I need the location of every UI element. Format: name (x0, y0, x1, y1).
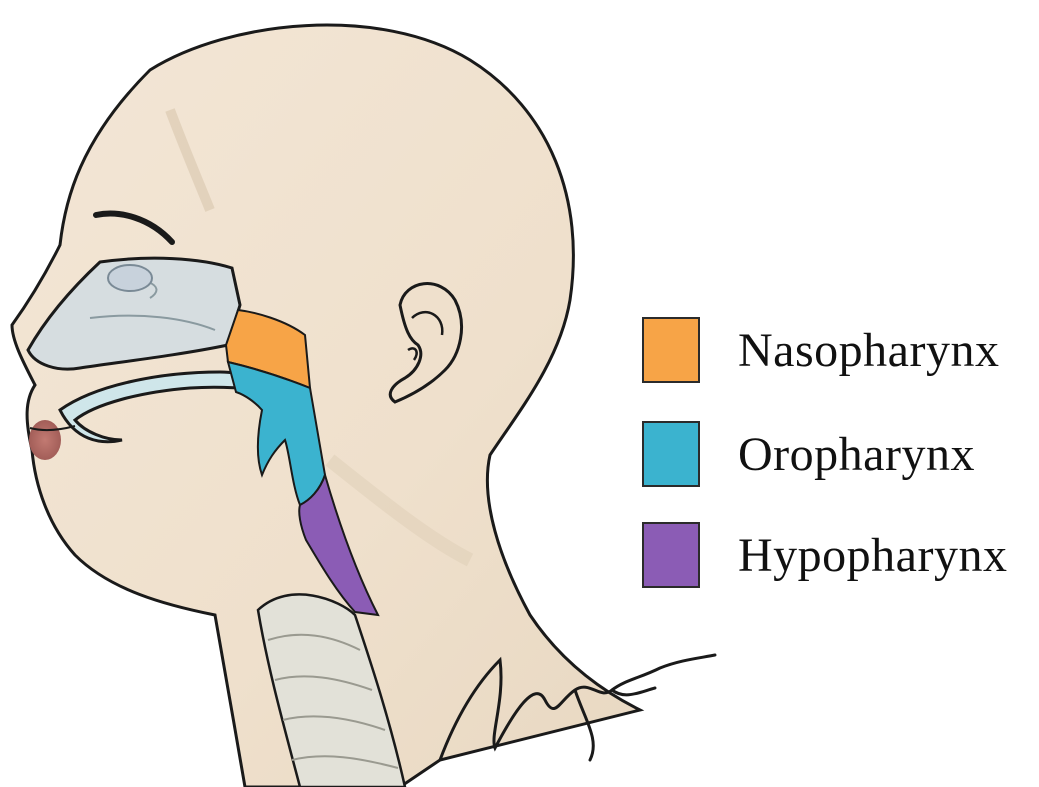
eye (108, 265, 152, 291)
oropharynx-swatch (642, 421, 700, 487)
hypopharynx-swatch (642, 522, 700, 588)
legend-label: Nasopharynx (738, 323, 999, 378)
nasopharynx-swatch (642, 317, 700, 383)
legend-label: Oropharynx (738, 427, 975, 482)
legend-item-hypopharynx: Hypopharynx (642, 519, 1007, 591)
lips (29, 420, 61, 460)
legend-label: Hypopharynx (738, 528, 1007, 583)
legend-item-nasopharynx: Nasopharynx (642, 314, 999, 386)
legend-item-oropharynx: Oropharynx (642, 418, 975, 490)
